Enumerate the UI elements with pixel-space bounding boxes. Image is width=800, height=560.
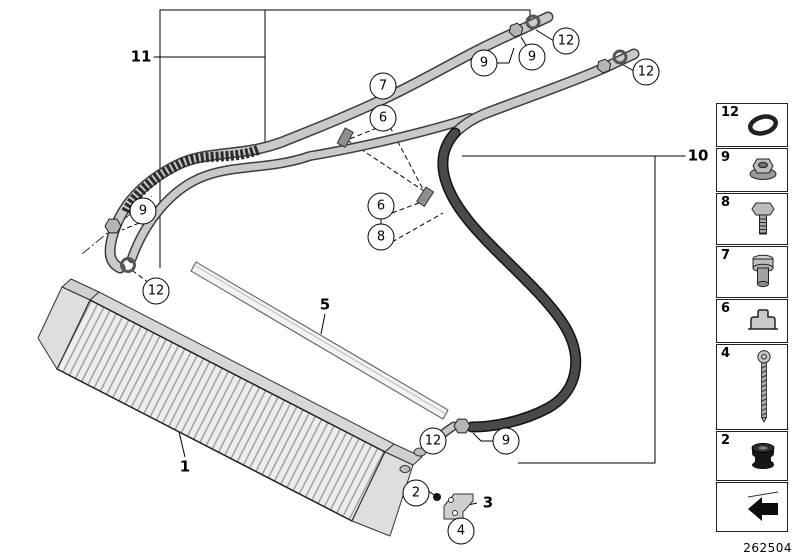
callout-9[interactable]: 9 (129, 197, 157, 225)
corrugated-hose (121, 145, 260, 215)
legend-item-number: 12 (721, 105, 740, 120)
trim-strip (190, 261, 449, 420)
callout-7[interactable]: 7 (369, 72, 397, 100)
callout-12[interactable]: 12 (552, 27, 580, 55)
callout-11[interactable]: 11 (128, 47, 154, 66)
sealing-ring (612, 49, 628, 65)
legend-item-4[interactable]: 4 (716, 344, 788, 430)
callout-12[interactable]: 12 (419, 427, 447, 455)
callout-4[interactable]: 4 (447, 517, 475, 545)
callout-9[interactable]: 9 (518, 43, 546, 71)
pipe-fittings (104, 14, 628, 434)
legend-item-number: 4 (721, 346, 731, 361)
callout-3[interactable]: 3 (480, 493, 496, 512)
callout-5[interactable]: 5 (317, 295, 333, 314)
legend-item-number: 9 (721, 150, 731, 165)
callout-9[interactable]: 9 (470, 49, 498, 77)
callout-10[interactable]: 10 (685, 146, 711, 165)
cooler-port (399, 465, 411, 473)
legend-item-number: 6 (721, 301, 731, 316)
mounting-bracket (433, 493, 474, 520)
callout-2[interactable]: 2 (402, 479, 430, 507)
legend-item-direction[interactable] (716, 482, 788, 532)
legend-item-7[interactable]: 7 (716, 246, 788, 298)
legend-item-number: 2 (721, 433, 731, 448)
union-nut (104, 218, 122, 234)
o-ring-icon (745, 107, 781, 143)
callout-12[interactable]: 12 (142, 277, 170, 305)
oil-cooler-radiator (37, 278, 427, 537)
sealing-ring (525, 14, 541, 30)
union-nut (453, 418, 471, 434)
legend-item-number: 7 (721, 248, 731, 263)
screw-icon (747, 349, 781, 425)
return-pipe (437, 127, 582, 433)
union-nut (508, 22, 524, 38)
legend-item-12[interactable]: 12 (716, 103, 788, 147)
legend-panel: 12 9 8 7 6 4 2 (716, 103, 788, 532)
union-nut (596, 58, 612, 74)
callout-12[interactable]: 12 (632, 58, 660, 86)
spacer-sleeve-icon (745, 252, 781, 292)
callout-8[interactable]: 8 (367, 223, 395, 251)
callout-6[interactable]: 6 (369, 104, 397, 132)
hex-bolt-icon (745, 199, 781, 239)
pipe-clamps (336, 127, 435, 207)
legend-item-2[interactable]: 2 (716, 431, 788, 481)
sealing-ring (120, 257, 136, 273)
legend-item-6[interactable]: 6 (716, 299, 788, 343)
diagram-id: 262504 (743, 541, 792, 555)
direction-arrow-icon (745, 489, 781, 525)
callout-6[interactable]: 6 (367, 192, 395, 220)
bracket-plate (443, 493, 474, 520)
legend-item-8[interactable]: 8 (716, 193, 788, 245)
legend-item-number: 8 (721, 195, 731, 210)
callout-1[interactable]: 1 (177, 457, 193, 476)
clip-icon (745, 303, 781, 339)
flange-nut-icon (745, 152, 781, 188)
rubber-grommet (433, 493, 441, 501)
grommet-icon (745, 438, 781, 474)
callout-9[interactable]: 9 (492, 427, 520, 455)
legend-item-9[interactable]: 9 (716, 148, 788, 192)
